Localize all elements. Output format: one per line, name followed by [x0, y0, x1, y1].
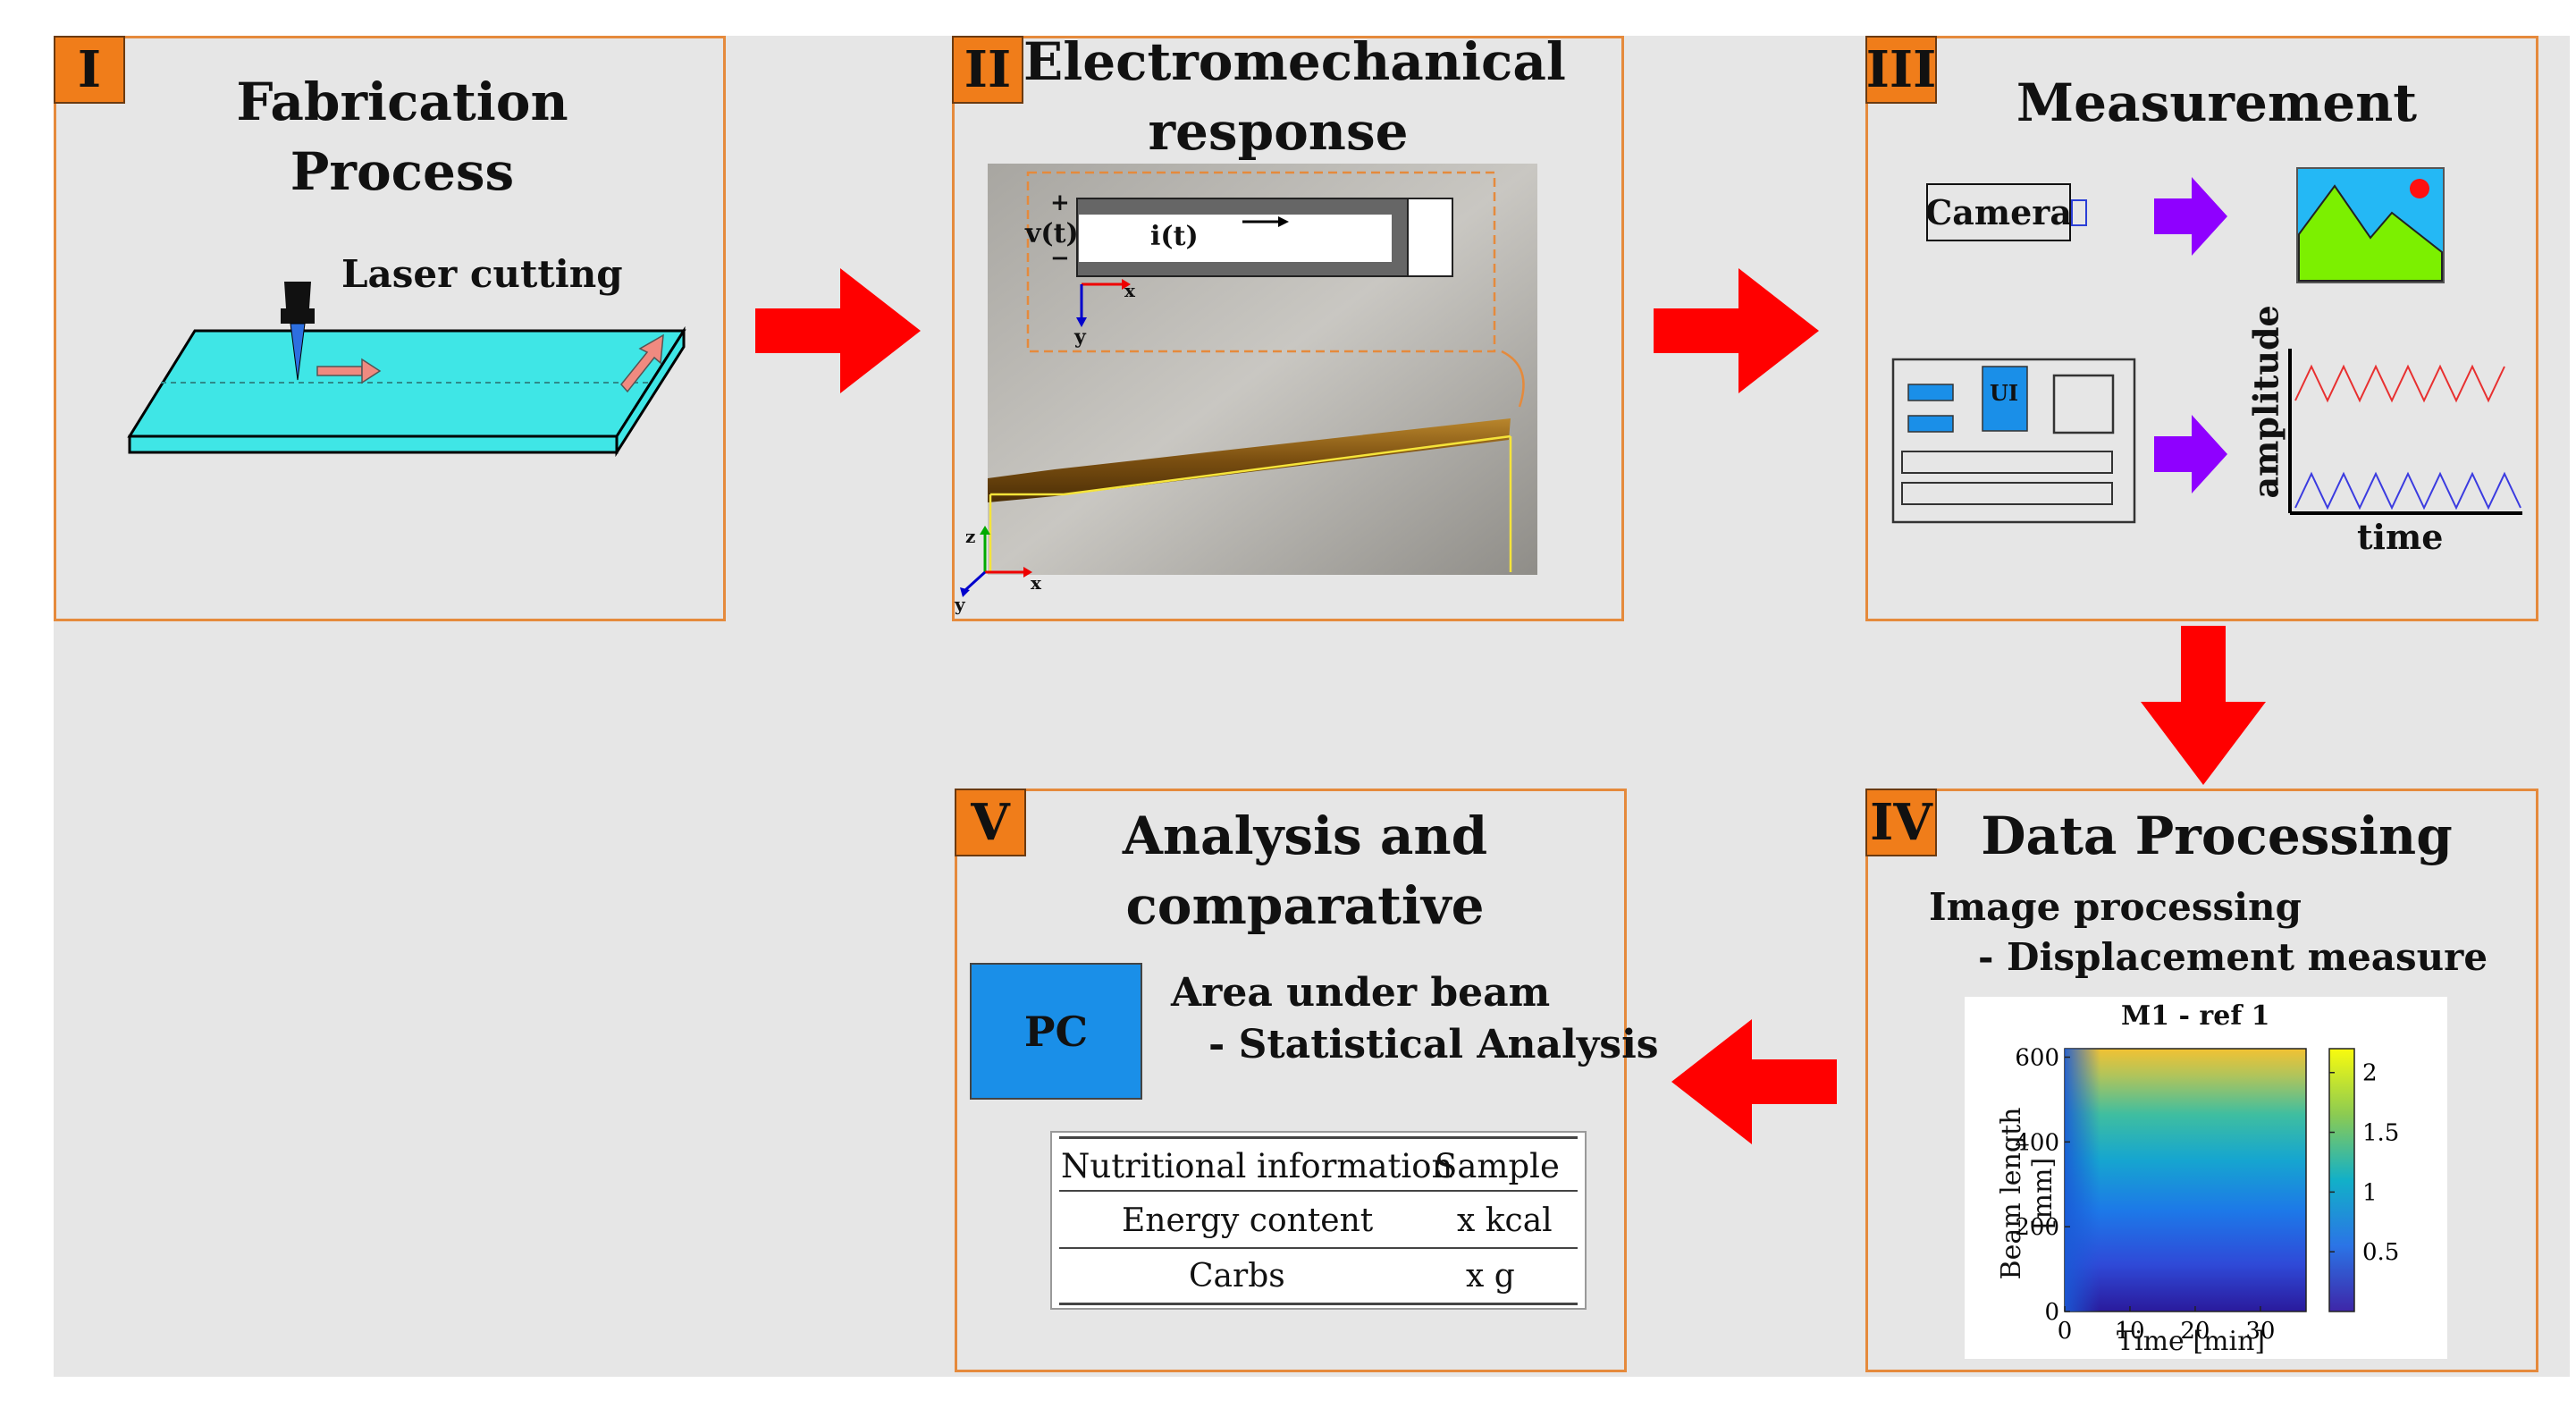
zoom-connector	[1501, 350, 1525, 408]
axis-z-label: z	[965, 526, 976, 547]
colorbar-tick-label: 1.5	[2362, 1120, 2399, 1147]
table-header-row: Nutritional information Sample	[1059, 1142, 1578, 1188]
x-tick-label: 20	[2180, 1318, 2210, 1345]
displacement-label: - Displacement measure	[1978, 935, 2488, 979]
ui-button	[1982, 366, 2028, 432]
table-header-rule	[1059, 1190, 1578, 1192]
voltage-label: v(t)	[1025, 218, 1079, 249]
panel-fabrication	[54, 36, 726, 621]
pc-box: PC	[970, 963, 1142, 1100]
panel-4-title: Data Processing	[1981, 805, 2453, 866]
panel-2-title-line1: Electromechanical	[1023, 31, 1566, 92]
colorbar-tick-label: 0.5	[2362, 1239, 2399, 1266]
arrow-down-icon	[2141, 626, 2266, 785]
ui-window	[2052, 374, 2115, 434]
x-tick-label: 0	[2058, 1318, 2073, 1345]
panel-5-title-line1: Analysis and	[1122, 805, 1488, 866]
laser-head-icon	[281, 282, 315, 324]
table-row-rule	[1059, 1247, 1578, 1249]
axis-x-label: x	[1031, 572, 1041, 594]
badge-panel-4: IV	[1865, 789, 1937, 856]
blue-signal	[2294, 471, 2521, 510]
axis-x-label-top: x	[1124, 280, 1135, 301]
arrow-right-2-icon	[1654, 268, 1819, 393]
table-cell-nutrient: Energy content	[1122, 1202, 1374, 1239]
x-tick-label: 10	[2115, 1318, 2144, 1345]
table-row: Carbs x g	[1059, 1251, 1578, 1301]
camera-lens-icon	[2071, 199, 2087, 226]
red-signal	[2294, 364, 2505, 403]
ui-bar-1	[1901, 451, 2113, 474]
slab-side	[615, 325, 686, 458]
table-cell-value: x g	[1466, 1258, 1515, 1295]
camera-label: Camera	[1925, 192, 2072, 232]
heatmap-xlabel: Time [min]	[2117, 1326, 2266, 1357]
camera-box: Camera	[1925, 183, 2072, 241]
arrow-right-1-icon	[755, 268, 921, 393]
current-label: i(t)	[1150, 221, 1199, 252]
badge-panel-3: III	[1865, 36, 1937, 104]
area-under-beam-label: Area under beam	[1171, 970, 1551, 1016]
purple-arrow-2-icon	[2154, 415, 2227, 493]
heatmap-colorbar	[2328, 1048, 2355, 1312]
laser-beam-icon	[290, 323, 306, 381]
ui-block-1	[1907, 384, 1954, 401]
actuator-tip	[1407, 198, 1453, 277]
motion-arrow-icon	[316, 358, 382, 384]
nutrition-table: Nutritional information Sample Energy co…	[1050, 1131, 1587, 1310]
heatmap-title: M1 - ref 1	[2121, 1000, 2270, 1032]
food-beam	[988, 418, 1511, 502]
arrow-left-icon	[1671, 1019, 1837, 1144]
motion-arrow-diagonal-icon	[620, 333, 664, 393]
ui-bar-2	[1901, 482, 2113, 505]
panel-measurement	[1865, 36, 2538, 621]
table-header-nutrition: Nutritional information	[1061, 1147, 1453, 1185]
pc-label: PC	[1023, 1007, 1089, 1056]
beam-outline	[990, 434, 1511, 496]
table-row: Energy content x kcal	[1059, 1195, 1578, 1245]
laser-cutting-label: Laser cutting	[341, 252, 623, 296]
table-cell-value: x kcal	[1457, 1202, 1553, 1239]
badge-panel-2: II	[952, 36, 1023, 104]
colorbar-tick-label: 2	[2362, 1060, 2378, 1087]
table-cell-nutrient: Carbs	[1189, 1258, 1285, 1295]
plus-label: +	[1050, 190, 1070, 216]
y-tick-label: 400	[2015, 1129, 2059, 1156]
badge-panel-5: V	[955, 789, 1026, 856]
panel-2-title-line2: response	[1148, 101, 1409, 162]
badge-panel-1: I	[54, 36, 125, 104]
table-top-rule	[1059, 1136, 1578, 1139]
y-tick-label: 600	[2015, 1044, 2059, 1071]
panel-1-title: Fabrication Process	[236, 72, 568, 202]
statistical-analysis-label: - Statistical Analysis	[1208, 1022, 1659, 1067]
ui-block-2	[1907, 415, 1954, 433]
ui-label: UI	[1990, 380, 2019, 406]
panel-5-title-line2: comparative	[1125, 875, 1485, 936]
purple-arrow-icon	[2154, 177, 2227, 256]
heatmap-left-band	[2065, 1049, 2100, 1312]
colorbar-tick-label: 1	[2362, 1179, 2378, 1206]
axis-y	[964, 570, 987, 592]
minus-label: −	[1050, 245, 1070, 272]
axis-y-label: y	[955, 594, 965, 615]
y-tick-label: 0	[2044, 1299, 2059, 1326]
axis-y-label-top: y	[1074, 325, 1086, 349]
image-processing-label: Image processing	[1929, 885, 2302, 929]
table-bottom-rule	[1059, 1303, 1578, 1305]
heatmap-plot-area	[2064, 1048, 2307, 1312]
x-tick-label: 30	[2245, 1318, 2275, 1345]
panel-3-title: Measurement	[2016, 72, 2418, 133]
region-of-interest	[1026, 171, 1496, 353]
actuator-strip	[1079, 215, 1392, 262]
y-tick-label: 200	[2015, 1214, 2059, 1241]
time-label: time	[2357, 517, 2444, 557]
table-header-sample: Sample	[1435, 1147, 1560, 1185]
heatmap-svg: 0 10 20 30 0 200 400 600 0.5 1 1.5 2	[2015, 1044, 2399, 1345]
heatmap-chart: 0 10 20 30 0 200 400 600 0.5 1 1.5 2 M1 - ref 1 Tim…	[1965, 997, 2447, 1359]
